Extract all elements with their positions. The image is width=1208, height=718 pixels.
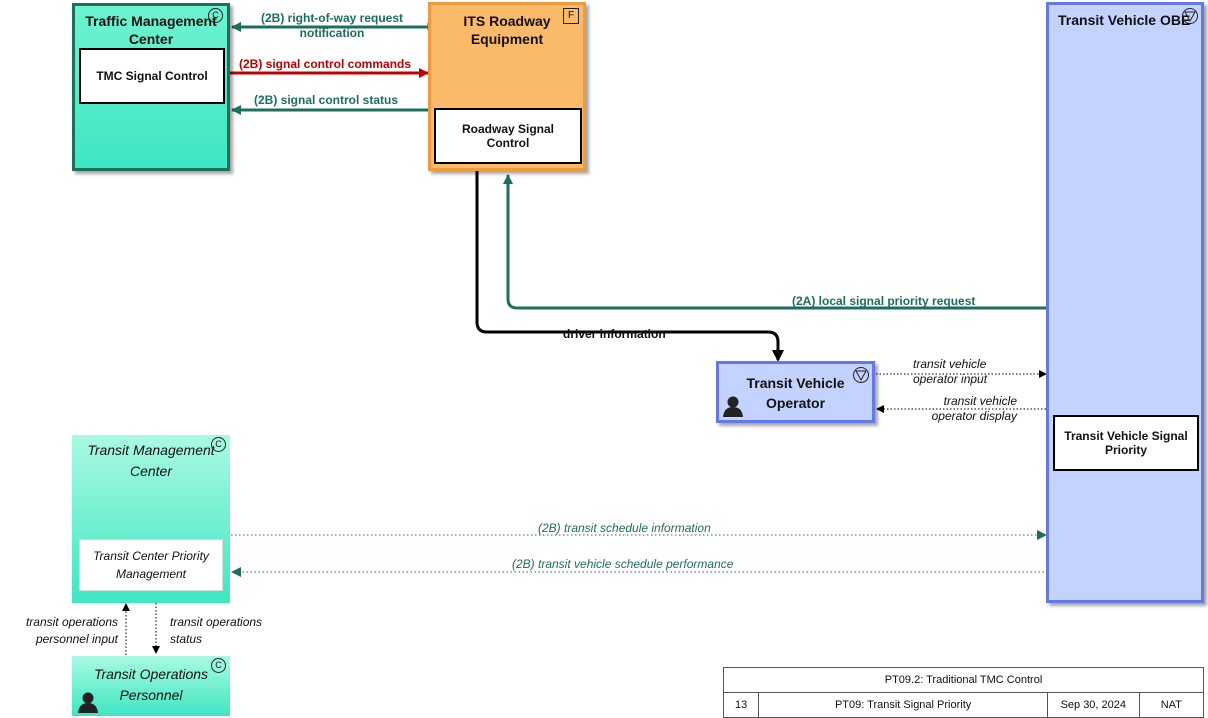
its-roadway-box[interactable]: ITS Roadway Equipment F Roadway Signal C… [428, 2, 586, 171]
transit-operations-personnel-box[interactable]: Transit Operations Personnel C [72, 656, 230, 716]
flow-label-ops-input: transit operations personnel input [25, 615, 118, 646]
transit-ops-title: Transit Operations Personnel [93, 666, 209, 703]
transit-vehicle-obe-box[interactable]: Transit Vehicle OBE Transit Vehicle Sign… [1046, 2, 1204, 603]
obe-title: Transit Vehicle OBE [1058, 12, 1191, 28]
local-priority-line [503, 174, 1048, 310]
center-badge-icon: C [208, 8, 223, 23]
vehicle-badge-icon [1182, 8, 1198, 24]
flow-label-schedule-info: (2B) transit schedule information [538, 521, 711, 535]
title-block-date: Sep 30, 2024 [1047, 692, 1140, 718]
title-block-number: 13 [722, 692, 760, 718]
flow-label-operator-input: transit vehicle operator input [913, 357, 988, 386]
flow-label-driver-info: driver information [563, 327, 666, 341]
person-icon [78, 692, 98, 713]
flow-label-ops-status: transit operations status [170, 615, 263, 646]
roadway-signal-control[interactable]: Roadway Signal Control [434, 108, 582, 164]
transit-management-center-box[interactable]: Transit Management Center C Transit Cent… [72, 435, 230, 603]
field-badge-icon: F [563, 8, 579, 24]
flow-label-signal-status: (2B) signal control status [254, 93, 399, 107]
title-block: PT09.2: Traditional TMC Control 13 PT09:… [722, 667, 1205, 718]
flow-label-schedule-perf: (2B) transit vehicle schedule performanc… [512, 557, 734, 571]
flow-label-row-notification: (2B) right-of-way request notification [260, 11, 403, 40]
title-block-heading: PT09.2: Traditional TMC Control [723, 667, 1204, 693]
driver-info-line [475, 170, 784, 362]
tmc-signal-control[interactable]: TMC Signal Control [79, 48, 225, 104]
center-badge-icon: C [211, 658, 226, 673]
tmc-title: Traffic Management Center [85, 13, 217, 47]
transit-vehicle-signal-priority[interactable]: Transit Vehicle Signal Priority [1053, 415, 1199, 471]
center-badge-icon: C [211, 437, 226, 452]
person-icon [723, 396, 743, 417]
its-title: ITS Roadway Equipment [463, 13, 551, 47]
transit-mc-title: Transit Management Center [87, 442, 215, 479]
vehicle-badge-icon [853, 367, 869, 383]
transit-center-priority-management[interactable]: Transit Center Priority Management [79, 539, 223, 591]
flow-label-local-priority: (2A) local signal priority request [792, 294, 976, 308]
title-block-scope: NAT [1138, 692, 1205, 718]
flow-label-operator-display: transit vehicle operator display [931, 394, 1017, 423]
title-block-package: PT09: Transit Signal Priority [758, 692, 1049, 718]
transit-vehicle-operator-box[interactable]: Transit Vehicle Operator [716, 361, 875, 423]
tmc-box[interactable]: Traffic Management Center C TMC Signal C… [72, 3, 230, 171]
operator-title: Transit Vehicle Operator [746, 375, 845, 411]
flow-label-signal-commands: (2B) signal control commands [239, 57, 412, 71]
